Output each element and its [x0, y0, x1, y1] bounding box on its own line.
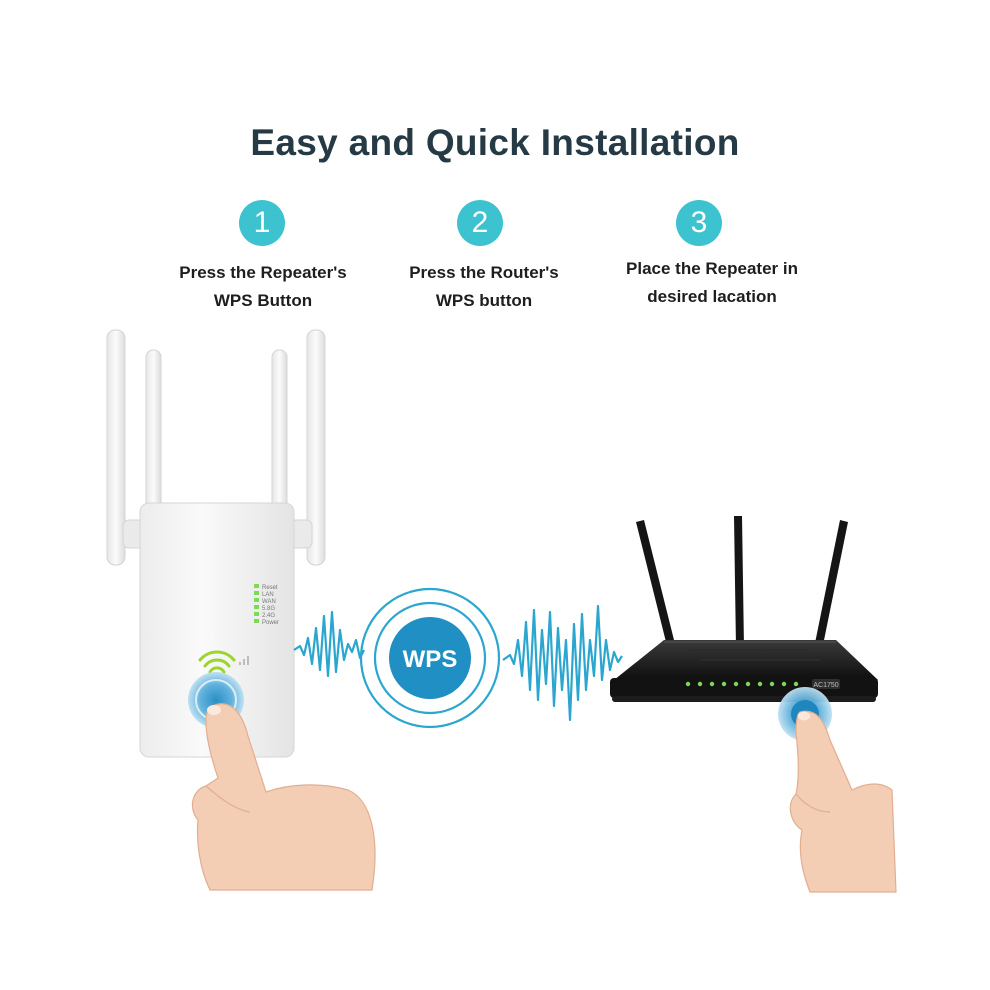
router-model-badge: AC1750 [813, 682, 838, 689]
step-1-line-2: WPS Button [213, 291, 313, 310]
repeater-led-panel: Reset LAN WAN 5.8G 2.4G Power [254, 584, 279, 626]
wifi-icon [198, 650, 236, 674]
wps-badge: WPS [359, 587, 501, 729]
step-3-line-2: desired lacation [647, 287, 777, 306]
step-1-number-badge: 1 [239, 200, 285, 246]
step-3-number-badge: 3 [676, 200, 722, 246]
step-3-label: Place the Repeater in desired lacation [592, 255, 832, 311]
step-3-line-1: Place the Repeater in [626, 259, 798, 278]
signal-wave-right [502, 604, 623, 722]
right-hand-pressing [789, 710, 897, 893]
step-2-label: Press the Router's WPS button [364, 259, 604, 315]
step-2-line-1: Press the Router's [409, 263, 559, 282]
step-1-line-1: Press the Repeater's [179, 263, 347, 282]
router-led-row [685, 681, 799, 687]
repeater-antennas [106, 329, 326, 566]
wps-badge-label: WPS [403, 646, 458, 673]
led-label-wan: WAN [262, 599, 276, 605]
led-label-5-8g: 5.8G [262, 606, 275, 612]
router-device: AC1750 [610, 640, 878, 741]
led-label-reset: Reset [262, 585, 278, 591]
step-2-number-badge: 2 [457, 200, 503, 246]
step-1-label: Press the Repeater's WPS Button [143, 259, 383, 315]
router-antennas [636, 516, 848, 650]
led-label-lan: LAN [262, 592, 274, 598]
led-label-2-4g: 2.4G [262, 613, 275, 619]
page-title: Easy and Quick Installation [250, 122, 740, 163]
led-label-power: Power [262, 620, 279, 626]
step-2-line-2: WPS button [435, 291, 533, 310]
signal-wave-left [293, 610, 365, 678]
signal-bars-icon [239, 656, 249, 665]
left-hand-pressing [191, 703, 376, 891]
